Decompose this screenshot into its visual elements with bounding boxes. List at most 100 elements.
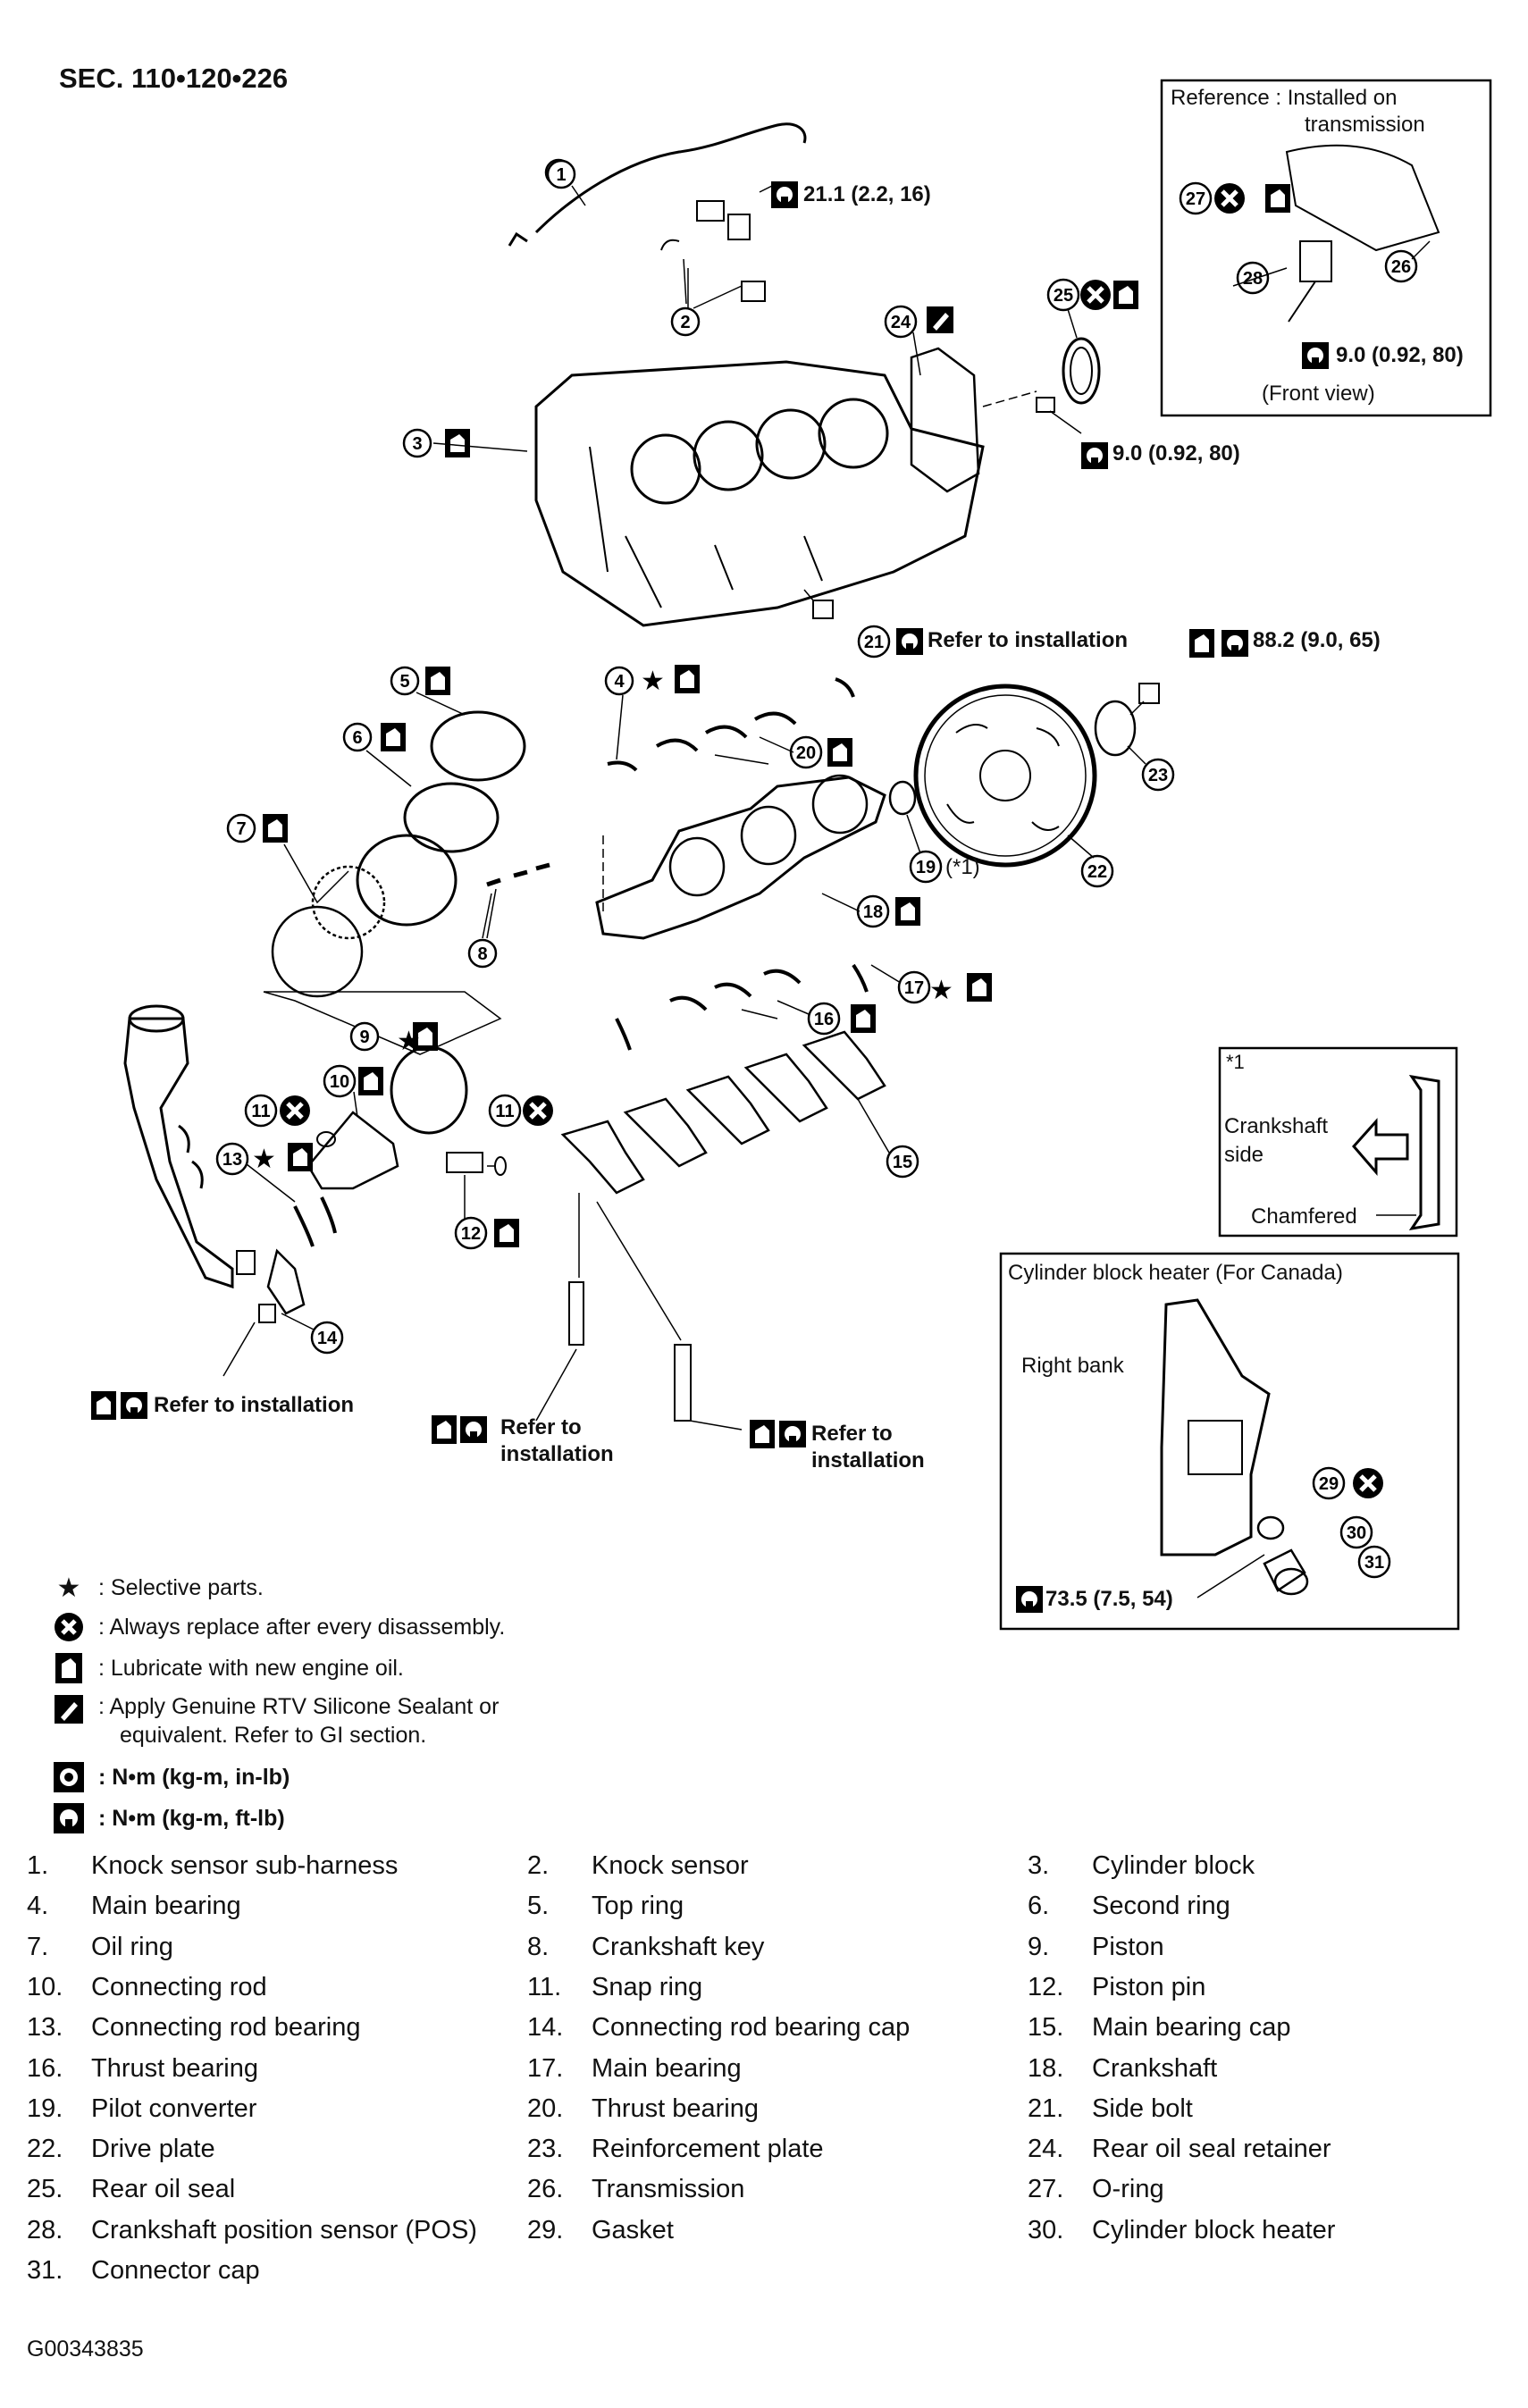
- reference-view: (Front view): [1262, 382, 1375, 406]
- legend-text: : Lubricate with new engine oil.: [98, 1655, 404, 1681]
- callout-29: 29: [1312, 1466, 1346, 1500]
- torque-icon: [1081, 442, 1108, 469]
- part-number: 4.: [27, 1892, 49, 1921]
- parts-list-item: 11.Snap ring: [527, 1973, 702, 2002]
- callout-12: 12: [454, 1216, 488, 1250]
- part-number: 29.: [527, 2215, 564, 2244]
- callout-16: 16: [807, 1002, 841, 1036]
- callout-21: 21: [857, 625, 891, 659]
- parts-list-item: 7.Oil ring: [27, 1933, 173, 1962]
- parts-list-item: 2.Knock sensor: [527, 1851, 749, 1881]
- parts-list-item: 10.Connecting rod: [27, 1973, 267, 2002]
- svg-text:2: 2: [680, 313, 690, 332]
- parts-list-item: 6.Second ring: [1028, 1892, 1230, 1921]
- callout-27: 27: [1179, 181, 1213, 215]
- part-number: 15.: [1028, 2013, 1064, 2043]
- parts-list-item: 21.Side bolt: [1028, 2094, 1193, 2124]
- part-name: Cylinder block: [1092, 1851, 1255, 1880]
- rod-bolt-label: Refer to installation: [154, 1393, 355, 1417]
- parts-list-item: 27. O-ring: [1028, 2175, 1164, 2204]
- svg-text:4: 4: [614, 672, 625, 692]
- callout-25: 25: [1046, 278, 1080, 312]
- legend-torque-ftlb: : N•m (kg-m, ft-lb): [52, 1801, 285, 1835]
- heater-title: Cylinder block heater (For Canada): [1008, 1261, 1343, 1285]
- legend-torque-inlb: : N•m (kg-m, in-lb): [52, 1760, 290, 1794]
- callout-26: 26: [1384, 249, 1418, 283]
- callout-30: 30: [1339, 1515, 1373, 1549]
- torque-ftlb-icon: [52, 1801, 86, 1835]
- part-name: Connecting rod bearing cap: [592, 2013, 911, 2043]
- oil-can-icon: [91, 1391, 116, 1420]
- part-name: Connector cap: [91, 2256, 260, 2285]
- svg-text:17: 17: [904, 978, 924, 998]
- oil-can-icon: [445, 429, 470, 457]
- parts-list-item: 14.Connecting rod bearing cap: [527, 2013, 910, 2043]
- parts-list-item: 15. Main bearing cap: [1028, 2013, 1290, 2043]
- part-name: Piston: [1092, 1932, 1164, 1961]
- parts-list-item: 20.Thrust bearing: [527, 2094, 759, 2124]
- svg-text:9: 9: [359, 1028, 369, 1047]
- svg-text:11: 11: [495, 1102, 514, 1121]
- parts-list-item: 22.Drive plate: [27, 2135, 215, 2164]
- svg-text:7: 7: [236, 819, 246, 839]
- oil-can-icon: [1265, 184, 1290, 213]
- part-name: Knock sensor sub-harness: [91, 1851, 399, 1880]
- sealant-icon: [52, 1692, 86, 1726]
- part-name: Cylinder block heater: [1092, 2215, 1336, 2244]
- svg-text:24: 24: [891, 313, 911, 332]
- oil-can-icon: [895, 897, 920, 926]
- parts-list-item: 4.Main bearing: [27, 1892, 241, 1921]
- part-number: 12.: [1028, 1972, 1064, 2001]
- main-bolt-a-line2: installation: [500, 1442, 614, 1466]
- part-name: Second ring: [1092, 1892, 1230, 1921]
- callout-23: 23: [1141, 758, 1175, 792]
- part-name: Crankshaft: [1092, 2053, 1218, 2083]
- oil-can-icon: [358, 1067, 383, 1095]
- callout-13: 13: [215, 1142, 249, 1176]
- part-name: Connecting rod: [91, 1972, 267, 2001]
- svg-text:20: 20: [796, 743, 816, 763]
- svg-text:8: 8: [477, 944, 487, 964]
- part-name: Main bearing cap: [1092, 2013, 1291, 2043]
- torque-icon: [460, 1416, 487, 1443]
- callout-5: 5: [390, 666, 420, 696]
- main-bolt-a-label: Refer to installation: [500, 1414, 614, 1468]
- legend-sealant: : Apply Genuine RTV Silicone Sealant or …: [52, 1692, 499, 1749]
- parts-list-item: 24.Rear oil seal retainer: [1028, 2135, 1331, 2164]
- part-number: 26.: [527, 2175, 564, 2204]
- main-bolt-b-line1: Refer to: [811, 1422, 893, 1446]
- callout-22: 22: [1080, 854, 1114, 888]
- replace-icon: [1080, 280, 1111, 310]
- part-name: Transmission: [592, 2175, 745, 2204]
- main-bolt-b-line2: installation: [811, 1448, 925, 1472]
- torque-icon: [1222, 630, 1248, 657]
- part-name: Rear oil seal: [91, 2175, 236, 2204]
- part-number: 27.: [1028, 2175, 1064, 2204]
- part-number: 25.: [27, 2175, 63, 2204]
- callout-17: 17: [897, 970, 931, 1004]
- torque-inlb-icon: [52, 1760, 86, 1794]
- part-number: 31.: [27, 2256, 63, 2285]
- torque-icon: [779, 1421, 806, 1447]
- svg-text:30: 30: [1347, 1523, 1366, 1543]
- star-icon: ★: [56, 1573, 81, 1603]
- reference-title-line2: transmission: [1305, 113, 1425, 137]
- parts-list-item: 31. Connector cap: [27, 2256, 260, 2286]
- reference-title: Reference : Installed on transmission: [1171, 85, 1425, 138]
- part-number: 28.: [27, 2215, 63, 2244]
- parts-list-item: 9.Piston: [1028, 1933, 1164, 1962]
- chamfered-label: Chamfered: [1251, 1204, 1357, 1229]
- legend-text: : Selective parts.: [98, 1574, 264, 1600]
- callout-7: 7: [226, 813, 256, 843]
- part-number: 17.: [527, 2053, 564, 2083]
- svg-text:26: 26: [1391, 257, 1411, 277]
- section-title: SEC. 110•120•226: [59, 63, 289, 94]
- legend-text: : Apply Genuine RTV Silicone Sealant or: [98, 1694, 500, 1719]
- callout-10: 10: [323, 1064, 357, 1098]
- svg-text:18: 18: [863, 902, 883, 922]
- chamfer-side-line1: Crankshaft: [1224, 1114, 1329, 1138]
- knock-sensor-torque-label: 21.1 (2.2, 16): [803, 182, 931, 206]
- parts-list-item: 26. Transmission: [527, 2175, 744, 2204]
- part-name: O-ring: [1092, 2175, 1164, 2204]
- parts-list-item: 25. Rear oil seal: [27, 2175, 235, 2204]
